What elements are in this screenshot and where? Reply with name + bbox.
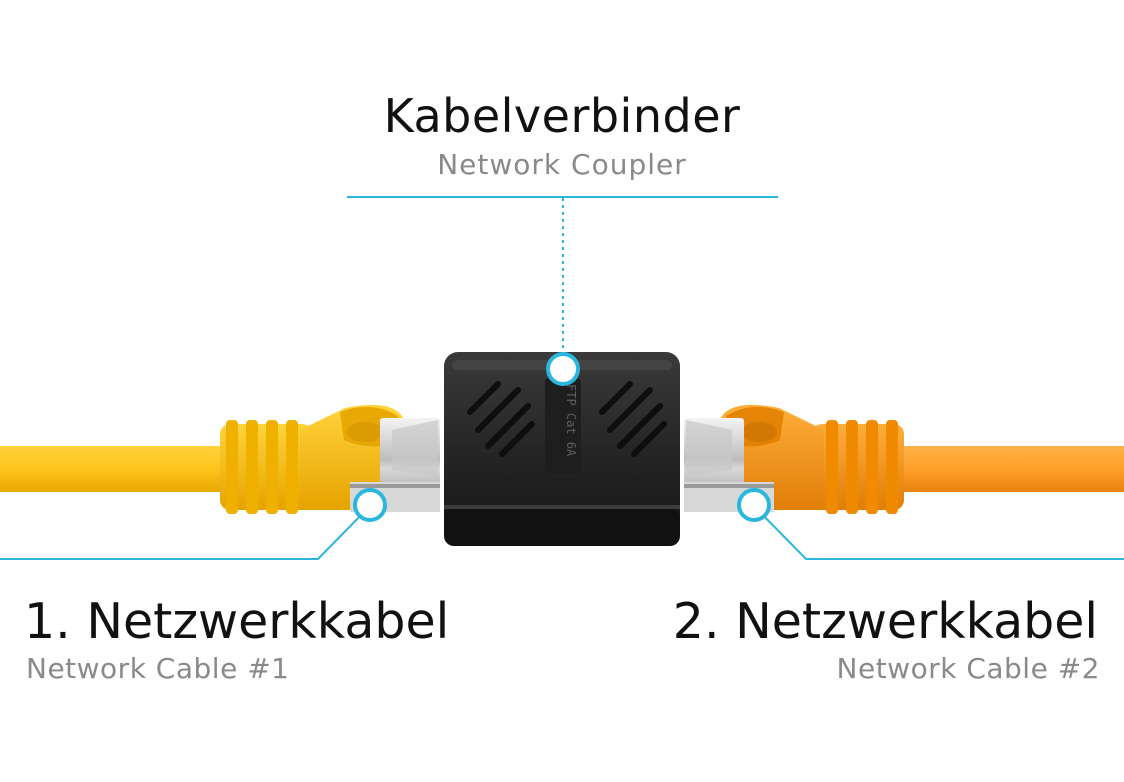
cable-2-title: 2. Netzwerkkabel [672,593,1098,650]
coupler-grip-right [599,381,667,457]
network-cable-1 [0,404,440,514]
callout-dot [353,488,387,522]
coupler-marking: FTP Cat 6A [564,384,578,457]
cable1-callout-leader [0,505,371,560]
callout-dot [546,352,580,386]
coupler-body: FTP Cat 6A [444,352,680,546]
rj45-plug-left [220,404,440,514]
callout-dots [353,352,771,522]
rj45-plug-right [684,404,904,514]
cable-1-title: 1. Netzwerkkabel [24,593,450,650]
cable-1-jacket [0,446,240,492]
coupler-subtitle: Network Coupler [437,148,687,181]
callout-lines [0,196,1124,560]
cable2-callout-leader [753,505,1124,560]
cable-1-subtitle: Network Cable #1 [26,652,290,685]
cable-2-jacket [880,446,1124,492]
callout-dot [737,488,771,522]
coupler-title: Kabelverbinder [383,89,741,143]
coupler-grip-left [467,381,535,457]
cable-2-subtitle: Network Cable #2 [836,652,1100,685]
